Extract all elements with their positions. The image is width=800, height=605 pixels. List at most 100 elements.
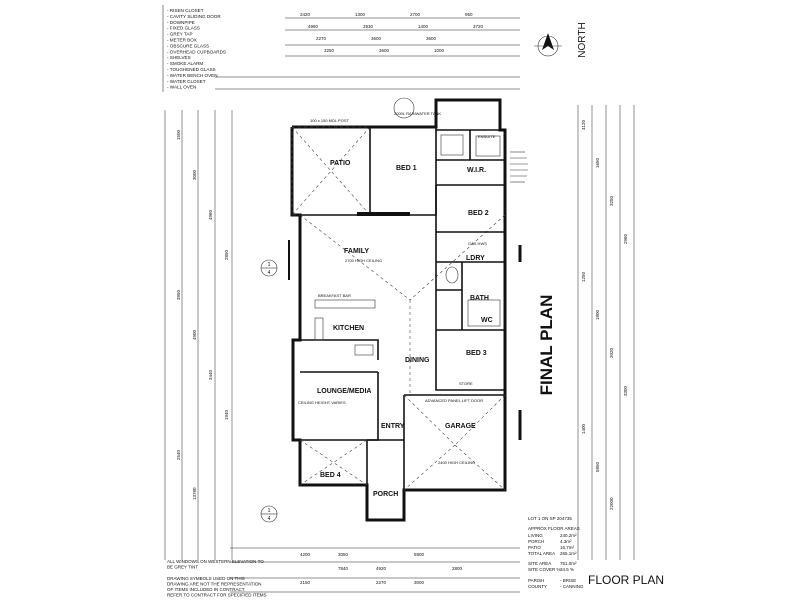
site-cover-label: SITE COVER % [528, 567, 561, 572]
area-row-label: PATIO [528, 545, 541, 550]
note-line: REFER TO CONTRACT FOR SPECIFIED ITEMS [167, 593, 267, 598]
room-bed1: BED 1 [396, 165, 417, 172]
room-kitchen: KITCHEN [333, 325, 364, 332]
area-row-value: 16.7m² [560, 545, 575, 550]
parish-label: PARISH [528, 578, 544, 583]
dimension-value: 2150 [300, 580, 311, 585]
annotation-breakfast-bar: BREAKFAST BAR [318, 293, 351, 298]
annotation-post: 100 x 150 MDL POST [310, 118, 350, 123]
dimension-value: 1400 [581, 423, 586, 434]
section-number: 1 [268, 508, 271, 514]
room-family: FAMILY [344, 248, 369, 255]
section-marker-bottom: 1 4 [260, 505, 278, 523]
dimension-value: 1940 [224, 409, 229, 420]
dimension-value: 2270 [376, 580, 387, 585]
room-ensuite: ENSUITE [478, 134, 496, 139]
right-dimension-values: 4120165032502960125018002020330014005850… [581, 119, 628, 510]
dimension-value: 1650 [595, 157, 600, 168]
dimension-value: 2800 [452, 566, 463, 571]
legend-item: - TOUGHENED GLASS [167, 67, 216, 72]
county-label: COUNTY [528, 584, 547, 589]
legend-item: - WATER BENCH OVEN [167, 73, 218, 78]
dimension-value: 2960 [623, 233, 628, 244]
legend-item: - CAVITY SLIDING DOOR [167, 14, 221, 19]
legend-item: - DOWNPIPE [167, 20, 195, 25]
dimension-value: 950 [465, 12, 473, 17]
area-row-label: TOTAL AREA [528, 551, 555, 556]
area-row-value: 4.3m² [560, 539, 572, 544]
dimension-value: 1500 [176, 129, 181, 140]
section-marker-top: 1 4 [260, 259, 278, 277]
dimension-value: 3250 [609, 195, 614, 206]
top-dimensions: 3420496022703250130029303600360027001400… [215, 12, 520, 90]
annotations: 2000L RAINWATER TANK 100 x 150 MDL POST … [298, 111, 487, 465]
dimension-value: 13780 [192, 487, 197, 500]
area-schedule: LOT 1 ON SP 204735 APPROX FLOOR AREAS LI… [528, 516, 584, 589]
dimension-value: 5850 [595, 461, 600, 472]
area-row-label: LIVING [528, 533, 543, 538]
note-line: BE GREY TINT [167, 565, 198, 570]
legend-item: - OBSCURE GLASS [167, 43, 209, 48]
left-dimension-values: 1500300049602850395049003440194025401378… [176, 129, 229, 500]
dimension-value: 3250 [324, 48, 335, 53]
dimension-value: 4120 [581, 119, 586, 130]
room-lounge: LOUNGE/MEDIA [317, 388, 371, 395]
dimension-value: 3600 [379, 48, 390, 53]
house-outline [288, 97, 528, 522]
dimension-value: 22000 [609, 497, 614, 510]
parish-value: - BRISE [560, 578, 576, 583]
north-arrow [534, 33, 562, 57]
legend-item: - METER BOX [167, 38, 197, 43]
room-bed2: BED 2 [468, 210, 489, 217]
dimension-value: 3420 [300, 12, 311, 17]
room-patio: PATIO [330, 160, 351, 167]
site-area-value: 751.0m² [560, 561, 577, 566]
legend-item: - WALL OVEN [167, 85, 196, 90]
dimension-value: 3000 [192, 169, 197, 180]
lot-label: LOT 1 ON SP 204735 [528, 516, 572, 521]
dimension-value: 5900 [414, 552, 425, 557]
dimension-value: 1400 [418, 24, 429, 29]
section-sheet: 4 [268, 270, 271, 276]
north-label: NORTH [577, 22, 588, 57]
dimension-value: 1250 [581, 271, 586, 282]
dimension-value: 3000 [414, 580, 425, 585]
dimension-value: 4920 [376, 566, 387, 571]
external-steps [510, 151, 528, 183]
floor-plan-title: FLOOR PLAN [588, 573, 664, 587]
dimension-value: 3600 [371, 36, 382, 41]
legend-items: - RISEN CLOSET- CAVITY SLIDING DOOR- DOW… [167, 8, 226, 90]
annotation-ceiling-family: 2700 HIGH CEILING [345, 258, 382, 263]
dimension-value: 2270 [316, 36, 327, 41]
dimension-value: 1000 [434, 48, 445, 53]
area-row-value: 240.2m² [560, 533, 577, 538]
legend-item: - SMOKE ALARM [167, 61, 203, 66]
top-dimension-values: 3420496022703250130029303600360027001400… [300, 12, 484, 53]
room-labels: PATIO BED 1 ENSUITE W.I.R. BED 2 FAMILY … [317, 134, 496, 498]
dimension-value: 2850 [224, 249, 229, 260]
room-bed3: BED 3 [466, 350, 487, 357]
legend-item: - WATER CLOSET [167, 79, 206, 84]
dimension-value: 3950 [176, 289, 181, 300]
area-heading: APPROX FLOOR AREAS [528, 526, 580, 531]
note-line: ALL WINDOWS ON WESTERN ELEVATION TO [167, 559, 264, 564]
legend-item: - GREY TAP [167, 32, 193, 37]
dimension-value: 3300 [623, 385, 628, 396]
final-plan-title: FINAL PLAN [537, 295, 556, 396]
dimension-value: 2930 [363, 24, 374, 29]
dimension-value: 1800 [595, 309, 600, 320]
annotation-ceiling-garage: 2400 HIGH CEILING [438, 460, 475, 465]
note-line: OF ITEMS INCLUDED IN CONTRACT. [167, 587, 245, 592]
legend: - RISEN CLOSET- CAVITY SLIDING DOOR- DOW… [162, 5, 226, 92]
section-sheet: 4 [268, 516, 271, 522]
annotation-tank: 2000L RAINWATER TANK [394, 111, 441, 116]
annotation-hws: GAS HWS [468, 241, 487, 246]
dimension-value: 7840 [338, 566, 349, 571]
room-wc: WC [481, 317, 493, 324]
dimension-value: 1300 [355, 12, 366, 17]
